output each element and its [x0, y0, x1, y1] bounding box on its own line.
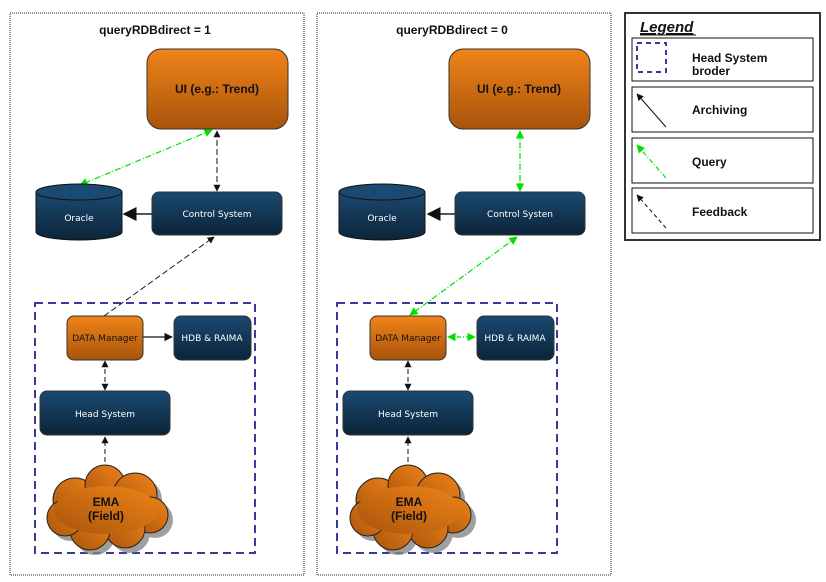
legend-item-archiving: Archiving	[631, 86, 814, 133]
legend-label-line2: broder	[692, 64, 730, 78]
query-link-ui-oracle	[79, 129, 213, 186]
node-ema-label-line2: (Field)	[88, 509, 124, 523]
node-hdb-raima[interactable]: HDB & RAIMA	[476, 315, 555, 361]
query-link-control-dm	[409, 236, 518, 316]
node-ema-cloud[interactable]: EMA (Field)	[46, 464, 173, 555]
node-ui[interactable]: UI (e.g.: Trend)	[448, 48, 591, 130]
node-ema-label-line1: EMA	[396, 495, 423, 509]
node-ui[interactable]: UI (e.g.: Trend)	[146, 48, 289, 130]
legend-label: Head System	[692, 51, 767, 65]
node-head-system[interactable]: Head System	[342, 390, 474, 436]
dashed-border-icon	[636, 42, 667, 73]
head-system-border	[34, 302, 256, 554]
node-oracle-label: Oracle	[367, 214, 397, 224]
node-oracle[interactable]: Oracle	[35, 183, 123, 241]
node-oracle-label: Oracle	[64, 214, 94, 224]
node-control-system-label: Control System	[183, 210, 252, 220]
node-head-system-label: Head System	[378, 410, 438, 420]
legend-label: Feedback	[692, 205, 748, 219]
node-data-manager-label: DATA Manager	[375, 334, 441, 344]
feedback-link-dm-control	[103, 236, 215, 317]
legend-label: Query	[692, 155, 727, 169]
panel-query-direct-0: queryRDBdirect = 0 UI (e.g.: Trend) Orac…	[316, 12, 612, 576]
panel-query-direct-1: queryRDBdirect = 1 UI (e.g.: Trend) Orac…	[9, 12, 305, 576]
legend-item-head-system-border: Head System broder	[631, 37, 814, 82]
node-hdb-raima-label: HDB & RAIMA	[181, 334, 243, 344]
legend-item-query: Query	[631, 137, 814, 184]
node-data-manager[interactable]: DATA Manager	[369, 315, 447, 361]
node-head-system[interactable]: Head System	[39, 390, 171, 436]
node-ui-label: UI (e.g.: Trend)	[175, 82, 259, 96]
node-control-system-label: Control Systen	[487, 210, 553, 220]
node-ema-label-line2: (Field)	[391, 509, 427, 523]
node-hdb-raima-label: HDB & RAIMA	[484, 334, 546, 344]
node-ema-cloud[interactable]: EMA (Field)	[349, 464, 476, 555]
panel-title: queryRDBdirect = 1	[99, 23, 211, 37]
node-ui-label: UI (e.g.: Trend)	[477, 82, 561, 96]
node-data-manager-label: DATA Manager	[72, 334, 138, 344]
legend-item-feedback: Feedback	[631, 187, 814, 234]
node-control-system[interactable]: Control System	[151, 191, 283, 236]
legend: Legend Head System broder Archiving Quer…	[624, 12, 821, 241]
panel-title: queryRDBdirect = 0	[396, 23, 508, 37]
legend-title: Legend	[640, 19, 694, 36]
node-control-system[interactable]: Control Systen	[454, 191, 586, 236]
node-hdb-raima[interactable]: HDB & RAIMA	[173, 315, 252, 361]
node-ema-label-line1: EMA	[93, 495, 120, 509]
feedback-arrow-icon	[636, 194, 667, 229]
node-head-system-label: Head System	[75, 410, 135, 420]
node-data-manager[interactable]: DATA Manager	[66, 315, 144, 361]
archiving-arrow-icon	[636, 93, 667, 128]
query-arrow-icon	[636, 144, 667, 179]
legend-label: Archiving	[692, 103, 747, 117]
node-oracle[interactable]: Oracle	[338, 183, 426, 241]
